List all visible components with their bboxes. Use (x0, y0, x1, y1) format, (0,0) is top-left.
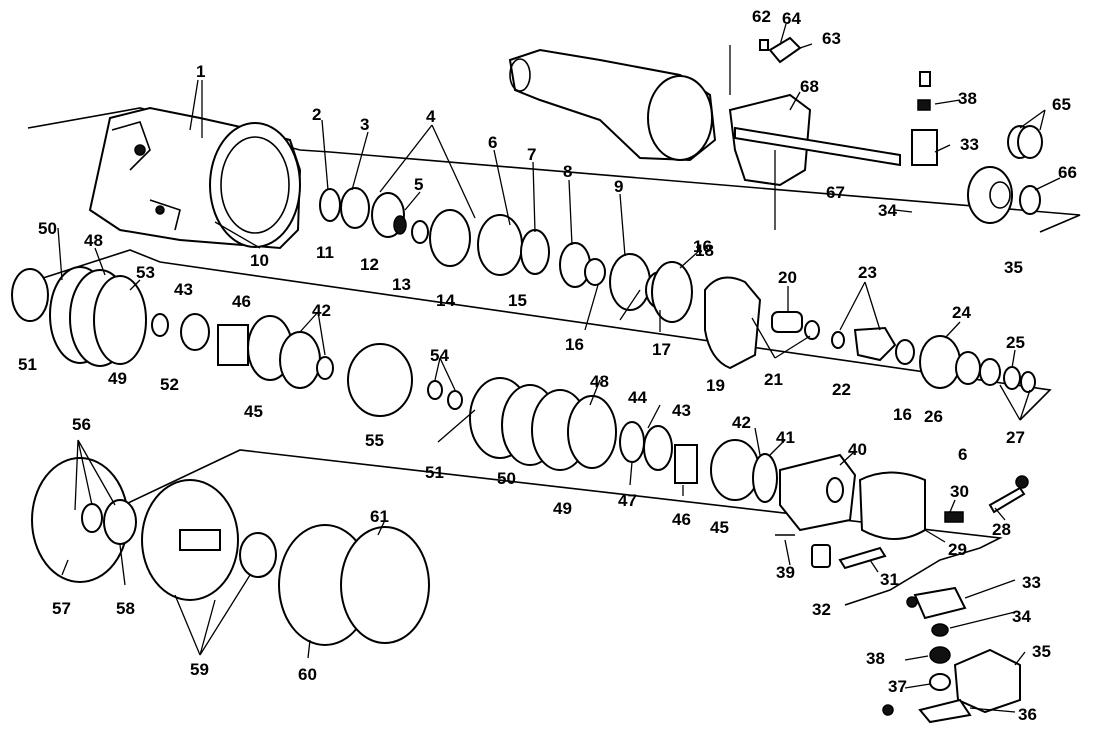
upper-row-parts (319, 125, 1043, 393)
callout-49-b: 49 (553, 499, 572, 518)
callout-17: 17 (652, 340, 671, 359)
callout-41: 41 (776, 428, 795, 447)
callout-18: 18 (695, 241, 714, 260)
callout-65: 65 (1052, 95, 1071, 114)
callout-13: 13 (392, 275, 411, 294)
plane-upper (27, 107, 1081, 233)
callout-22: 22 (832, 380, 851, 399)
leader-lines (57, 23, 1061, 713)
callout-63: 63 (822, 29, 841, 48)
callout-33-lower: 33 (1022, 573, 1041, 592)
callout-48-a: 48 (84, 231, 103, 250)
callout-60: 60 (298, 665, 317, 684)
callout-27: 27 (1006, 428, 1025, 447)
callout-11: 11 (316, 243, 334, 262)
callout-31: 31 (880, 570, 899, 589)
callout-62: 62 (752, 7, 771, 26)
callout-45-a: 45 (244, 402, 263, 421)
callout-45-b: 45 (710, 518, 729, 537)
callout-32: 32 (812, 600, 831, 619)
callout-57: 57 (52, 599, 71, 618)
callout-51-a: 51 (18, 355, 37, 374)
callout-29: 29 (948, 540, 967, 559)
callout-59: 59 (190, 660, 209, 679)
callout-47: 47 (618, 491, 637, 510)
callout-34-upper: 34 (878, 201, 897, 220)
callout-35-upper: 35 (1004, 258, 1023, 277)
callout-8: 8 (563, 162, 572, 181)
callout-5: 5 (414, 175, 423, 194)
callout-38-lower: 38 (866, 649, 885, 668)
callout-64: 64 (782, 9, 801, 28)
callout-56: 56 (72, 415, 91, 434)
callout-50-b: 50 (497, 469, 516, 488)
callout-48-b: 48 (590, 372, 609, 391)
callout-21: 21 (764, 370, 783, 389)
plane-middle (11, 249, 1052, 421)
callout-6-lower: 6 (958, 445, 967, 464)
callout-15: 15 (508, 291, 527, 310)
callout-3: 3 (360, 115, 369, 134)
extension-housing (508, 48, 717, 162)
callout-24: 24 (952, 303, 971, 322)
callout-43-b: 43 (672, 401, 691, 420)
callout-35-lower: 35 (1032, 642, 1051, 661)
callout-30: 30 (950, 482, 969, 501)
callout-2: 2 (312, 105, 321, 124)
callout-7: 7 (527, 145, 536, 164)
callout-50-a: 50 (38, 219, 57, 238)
callout-labels: 1 2 3 4 5 6 7 8 9 10 11 12 13 14 15 16 1… (18, 7, 1077, 724)
callout-52: 52 (160, 375, 179, 394)
callout-58: 58 (116, 599, 135, 618)
callout-68: 68 (800, 77, 819, 96)
plane-lower (49, 449, 1003, 606)
callout-9: 9 (614, 177, 623, 196)
callout-33-upper: 33 (960, 135, 979, 154)
callout-54: 54 (430, 346, 449, 365)
callout-61: 61 (370, 507, 389, 526)
callout-16-a: 16 (565, 335, 584, 354)
callout-53: 53 (136, 263, 155, 282)
callout-42-a: 42 (312, 301, 331, 320)
callout-19: 19 (706, 376, 725, 395)
callout-1: 1 (196, 62, 205, 81)
lower-row-parts (31, 457, 1021, 724)
middle-row-parts (11, 266, 1029, 570)
callout-12: 12 (360, 255, 379, 274)
callout-55: 55 (365, 431, 384, 450)
callout-34-lower: 34 (1012, 607, 1031, 626)
reference-planes (11, 107, 1081, 606)
callout-67: 67 (826, 183, 845, 202)
callout-43-a: 43 (174, 280, 193, 299)
callout-49-a: 49 (108, 369, 127, 388)
callout-36: 36 (1018, 705, 1037, 724)
callout-37: 37 (888, 677, 907, 696)
callout-23: 23 (858, 263, 877, 282)
callout-6-upper: 6 (488, 133, 497, 152)
callout-16-b: 16 (893, 405, 912, 424)
callout-39: 39 (776, 563, 795, 582)
transmission-case (88, 106, 302, 250)
callout-40: 40 (848, 440, 867, 459)
callout-25: 25 (1006, 333, 1025, 352)
callout-51-b: 51 (425, 463, 444, 482)
callout-46-a: 46 (232, 292, 251, 311)
callout-66: 66 (1058, 163, 1077, 182)
callout-46-b: 46 (672, 510, 691, 529)
callout-26: 26 (924, 407, 943, 426)
callout-44: 44 (628, 388, 647, 407)
callout-16-c: 16 (693, 237, 712, 256)
callout-28: 28 (992, 520, 1011, 539)
callout-14: 14 (436, 291, 455, 310)
callout-20: 20 (778, 268, 797, 287)
callout-10: 10 (250, 251, 269, 270)
callout-38-upper: 38 (958, 89, 977, 108)
callout-4: 4 (426, 107, 436, 126)
output-shaft-assembly (728, 36, 938, 187)
callout-42-b: 42 (732, 413, 751, 432)
